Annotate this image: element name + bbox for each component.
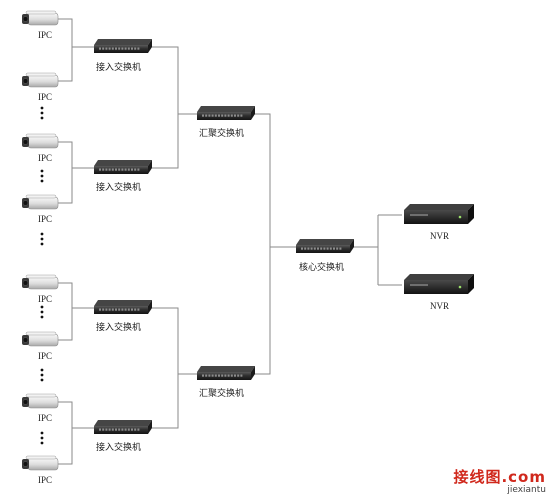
watermark-text: 接线图 bbox=[453, 468, 502, 486]
access-switch-icon bbox=[94, 420, 152, 434]
ipc-label: IPC bbox=[38, 30, 53, 40]
ellipsis-dot bbox=[40, 106, 44, 110]
ipc-label: IPC bbox=[38, 92, 53, 102]
ipc-label: IPC bbox=[38, 294, 53, 304]
ellipsis-dot bbox=[40, 378, 44, 382]
ellipsis-dot bbox=[40, 373, 44, 377]
core-switch-icon bbox=[296, 239, 354, 253]
camera-uplink-line bbox=[58, 141, 73, 204]
camera-uplink-line bbox=[58, 18, 73, 82]
access-uplink-line bbox=[150, 46, 179, 169]
ellipsis-dot bbox=[40, 116, 44, 120]
ellipsis-dot bbox=[40, 436, 44, 440]
ellipsis-dot bbox=[40, 242, 44, 246]
ipc-camera-icon bbox=[22, 455, 59, 471]
ellipsis-dot bbox=[40, 174, 44, 178]
ellipsis-dot bbox=[40, 441, 44, 445]
ellipsis-dot bbox=[40, 232, 44, 236]
ellipsis-dot bbox=[40, 305, 44, 309]
aggregation-uplink-line bbox=[253, 113, 271, 375]
ipc-camera-icon bbox=[22, 393, 59, 409]
ellipsis-dot bbox=[40, 179, 44, 183]
ellipsis-dot bbox=[40, 169, 44, 173]
ipc-camera-icon bbox=[22, 194, 59, 210]
camera-uplink-line bbox=[58, 401, 73, 465]
ipc-label: IPC bbox=[38, 351, 53, 361]
ipc-camera-icon bbox=[22, 331, 59, 347]
watermark-url: jiexiantu bbox=[507, 485, 546, 495]
access-switch-label: 接入交换机 bbox=[96, 183, 142, 193]
access-switch-icon bbox=[94, 160, 152, 174]
ellipsis-dot bbox=[40, 111, 44, 115]
aggregation-switch-icon bbox=[197, 106, 255, 120]
aggregation-switch-label: 汇聚交换机 bbox=[199, 389, 245, 399]
aggregation-switch-icon bbox=[197, 366, 255, 380]
nvr-device-icon bbox=[404, 204, 474, 224]
ipc-camera-icon bbox=[22, 72, 59, 88]
watermark-suffix: .com bbox=[501, 468, 546, 486]
access-uplink-line bbox=[150, 307, 179, 429]
ipc-label: IPC bbox=[38, 214, 53, 224]
devices-layer bbox=[22, 10, 474, 471]
aggregation-switch-label: 汇聚交换机 bbox=[199, 129, 245, 139]
access-switch-label: 接入交换机 bbox=[96, 443, 142, 453]
nvr-label: NVR bbox=[430, 231, 450, 241]
ellipsis-dot bbox=[40, 310, 44, 314]
core-switch-label: 核心交换机 bbox=[299, 263, 345, 273]
ellipsis-dots bbox=[40, 106, 44, 445]
ipc-camera-icon bbox=[22, 133, 59, 149]
access-switch-icon bbox=[94, 300, 152, 314]
ipc-camera-icon bbox=[22, 10, 59, 26]
ipc-camera-icon bbox=[22, 274, 59, 290]
ellipsis-dot bbox=[40, 237, 44, 241]
ellipsis-dot bbox=[40, 315, 44, 319]
access-switch-label: 接入交换机 bbox=[96, 323, 142, 333]
nvr-device-icon bbox=[404, 274, 474, 294]
access-switch-icon bbox=[94, 39, 152, 53]
nvr-label: NVR bbox=[430, 301, 450, 311]
ellipsis-dot bbox=[40, 431, 44, 435]
ipc-label: IPC bbox=[38, 413, 53, 423]
camera-uplink-line bbox=[58, 282, 73, 341]
connection-lines bbox=[58, 18, 402, 465]
ellipsis-dot bbox=[40, 368, 44, 372]
access-switch-label: 接入交换机 bbox=[96, 63, 142, 73]
ipc-label: IPC bbox=[38, 475, 53, 485]
watermark: 接线图.com jiexiantu bbox=[453, 470, 546, 495]
ipc-label: IPC bbox=[38, 153, 53, 163]
